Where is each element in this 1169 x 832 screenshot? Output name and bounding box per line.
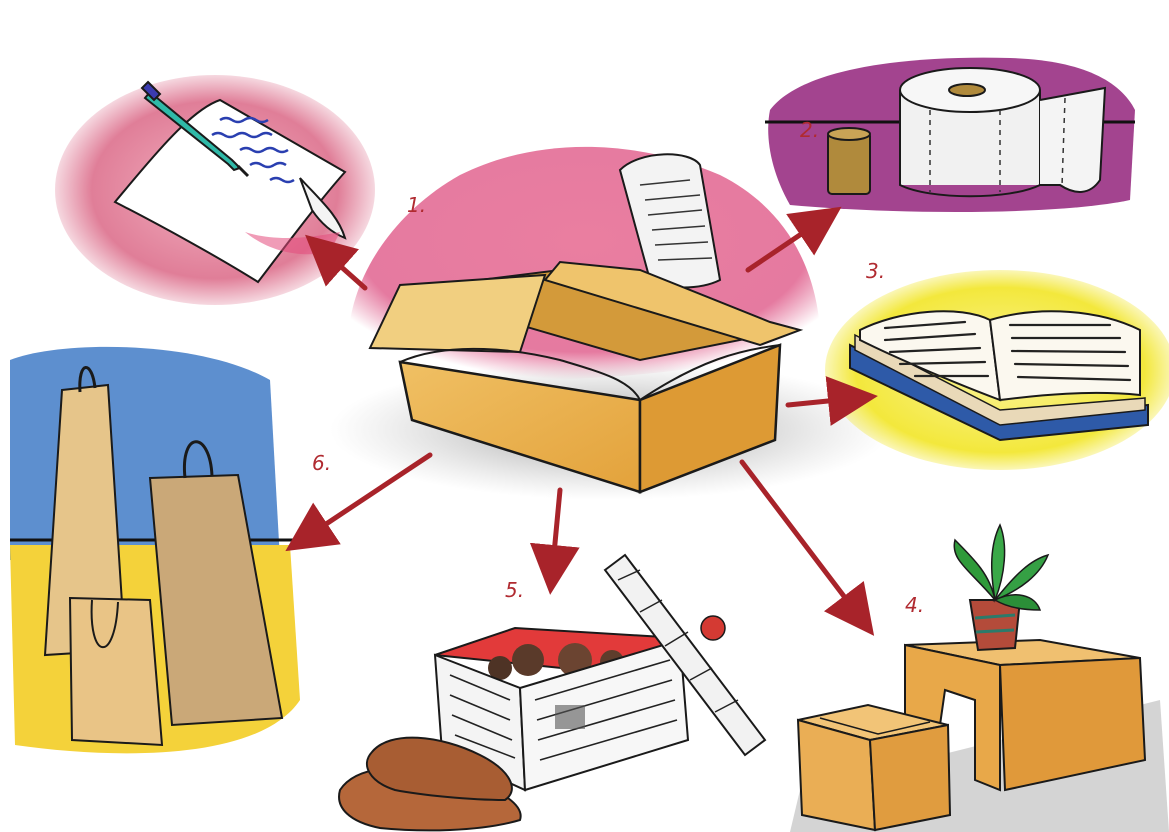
- paper-with-pen-illustration: [55, 75, 375, 305]
- potted-plant-icon: [954, 525, 1048, 650]
- open-book-illustration: [825, 270, 1169, 470]
- label-item-5: 5.: [505, 578, 524, 602]
- label-item-4: 4.: [905, 593, 924, 617]
- box-table-illustration: [790, 525, 1169, 832]
- cardboard-tube: [828, 132, 870, 194]
- storage-box-illustration: [339, 555, 765, 830]
- label-item-6: 6.: [312, 451, 331, 475]
- label-item-2: 2.: [800, 118, 819, 142]
- label-item-1: 1.: [407, 193, 426, 217]
- paper-bags-illustration: [10, 347, 300, 753]
- arrow-to-item-5: [552, 490, 560, 575]
- arrow-to-item-4: [742, 462, 862, 620]
- label-item-3: 3.: [866, 259, 885, 283]
- toilet-paper-illustration: [765, 58, 1135, 212]
